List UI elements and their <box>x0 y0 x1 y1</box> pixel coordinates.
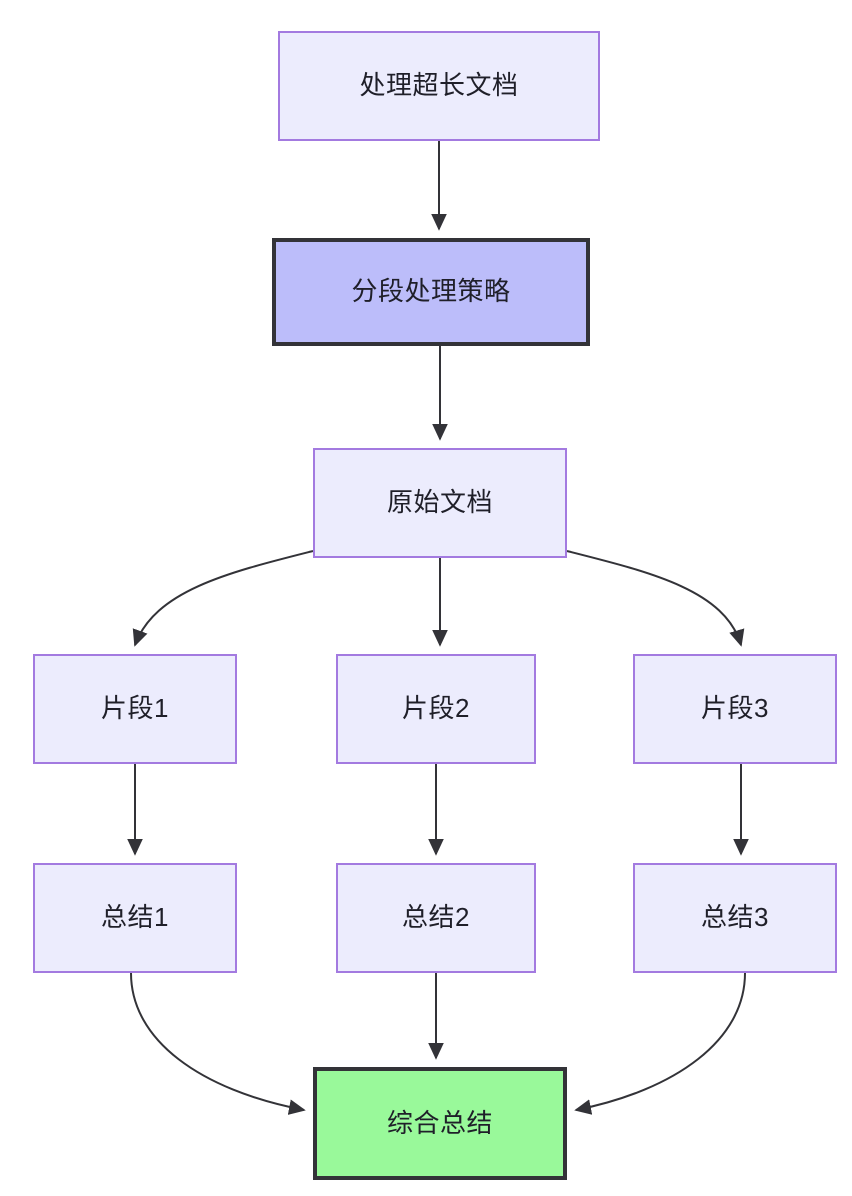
node-fragment-2[interactable]: 片段2 <box>336 654 536 764</box>
node-label: 总结2 <box>402 902 470 933</box>
edge-sum3-to-final <box>574 972 746 1115</box>
edge-source-to-frag1 <box>132 550 314 647</box>
node-label: 总结1 <box>101 902 169 933</box>
edge-source-to-frag3 <box>566 550 745 647</box>
node-process-long-document[interactable]: 处理超长文档 <box>278 31 600 141</box>
node-source-document[interactable]: 原始文档 <box>313 448 567 558</box>
node-label: 片段3 <box>701 693 769 724</box>
node-label: 分段处理策略 <box>351 276 511 307</box>
node-label: 综合总结 <box>386 1107 493 1138</box>
node-chunking-strategy[interactable]: 分段处理策略 <box>272 238 590 346</box>
node-summary-1[interactable]: 总结1 <box>33 863 237 973</box>
node-label: 片段1 <box>101 693 169 724</box>
node-fragment-3[interactable]: 片段3 <box>633 654 837 764</box>
node-combined-summary[interactable]: 综合总结 <box>313 1067 567 1180</box>
node-label: 片段2 <box>402 693 470 724</box>
node-label: 总结3 <box>701 902 769 933</box>
edge-sum1-to-final <box>130 972 306 1115</box>
node-summary-2[interactable]: 总结2 <box>336 863 536 973</box>
node-summary-3[interactable]: 总结3 <box>633 863 837 973</box>
node-label: 处理超长文档 <box>359 70 519 101</box>
node-fragment-1[interactable]: 片段1 <box>33 654 237 764</box>
node-label: 原始文档 <box>386 487 493 518</box>
